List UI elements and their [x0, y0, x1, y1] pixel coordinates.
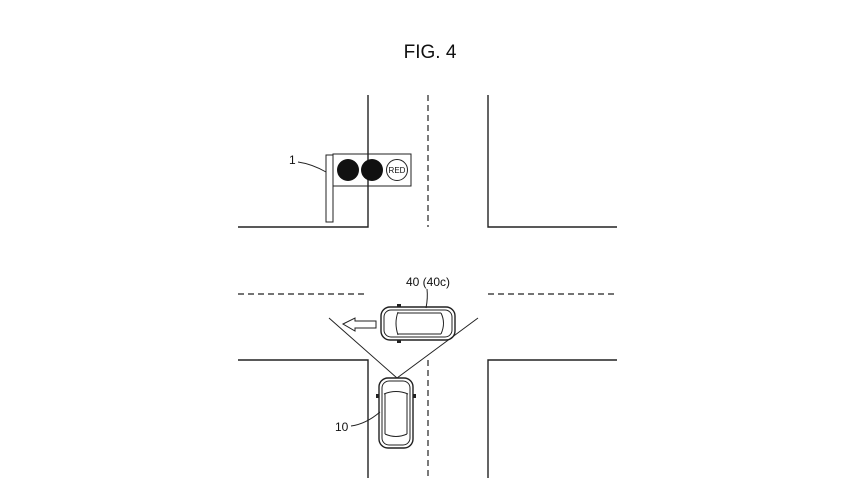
- figure-title: FIG. 4: [404, 42, 457, 63]
- signal-state-text: RED: [389, 166, 406, 175]
- ego-vehicle-mirror-left: [376, 394, 379, 398]
- ego-vehicle-body: [379, 378, 413, 448]
- oncoming-vehicle-windshield: [396, 312, 398, 335]
- signal-lamp-2: [361, 159, 383, 181]
- ref-label-oncoming-vehicle: 40 (40c): [406, 275, 450, 289]
- road-edge-bottom-right: [488, 360, 617, 478]
- ego-vehicle-outline-inner: [382, 381, 410, 445]
- traffic-light-pole: [326, 155, 333, 222]
- oncoming-vehicle-mirror-bottom: [397, 340, 401, 343]
- road-edge-top-right: [488, 95, 617, 227]
- ego-vehicle-rear-window: [385, 434, 407, 437]
- direction-arrow-left: [343, 318, 376, 331]
- ref-label-ego-vehicle: 10: [335, 420, 349, 434]
- ego-vehicle-mirror-right: [413, 394, 416, 398]
- traffic-light: RED 1: [289, 153, 411, 222]
- oncoming-vehicle: [381, 304, 455, 343]
- ref-label-traffic-light: 1: [289, 153, 296, 167]
- ego-vehicle: [376, 378, 416, 448]
- ref-leader-ego-vehicle: [351, 412, 380, 426]
- road-edge-bottom-left: [238, 360, 368, 478]
- ego-vehicle-windshield: [384, 392, 408, 395]
- ref-leader-oncoming-vehicle: [426, 289, 427, 308]
- ref-leader-traffic-light: [298, 162, 326, 172]
- oncoming-vehicle-rear-window: [441, 313, 444, 334]
- signal-lamp-1: [337, 159, 359, 181]
- oncoming-vehicle-mirror-top: [397, 304, 401, 307]
